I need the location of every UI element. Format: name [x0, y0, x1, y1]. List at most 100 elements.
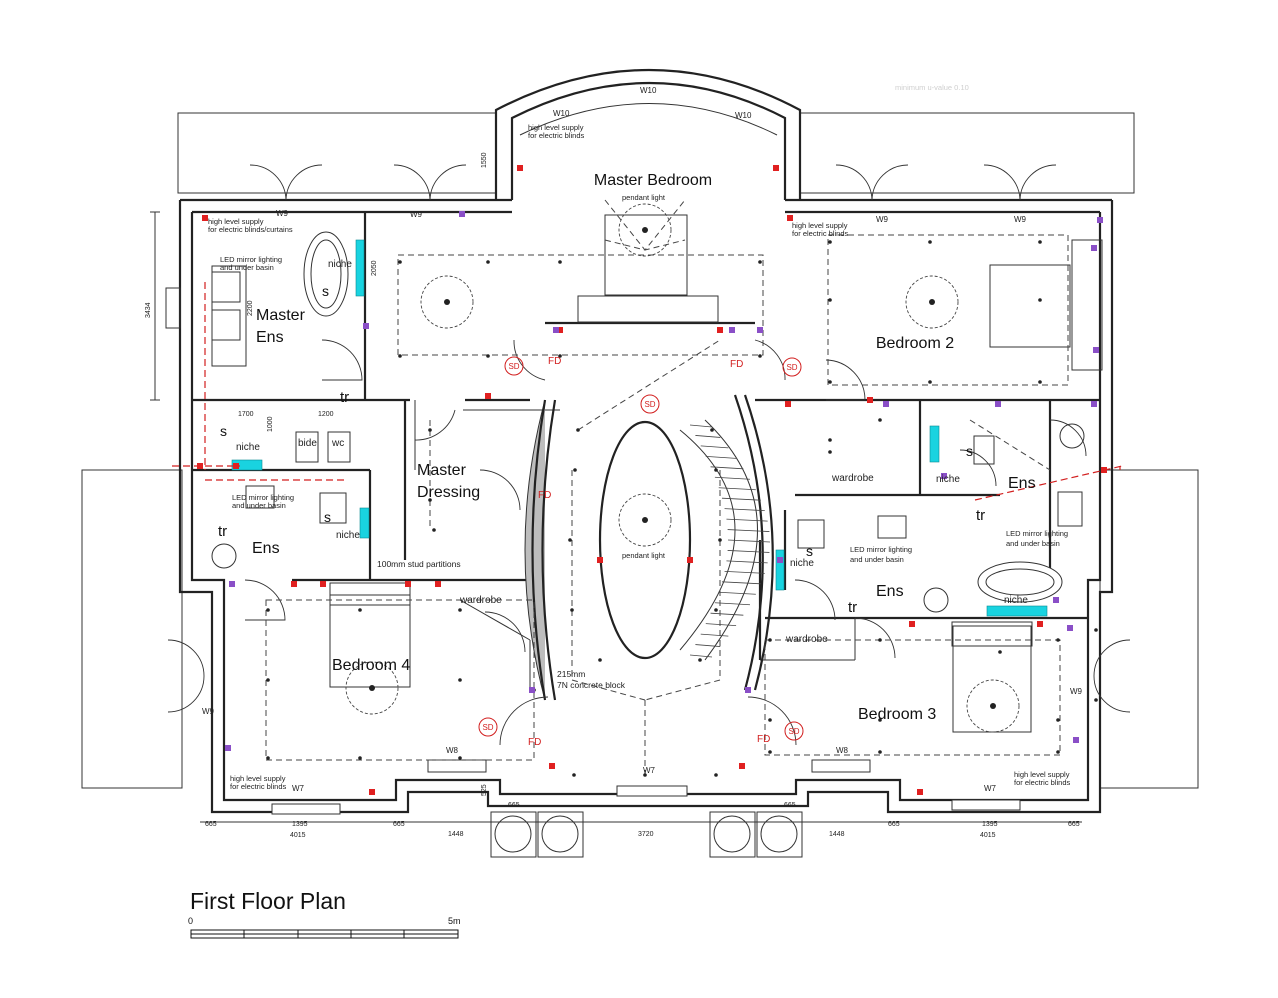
window-w9-b2a: W9: [876, 215, 889, 224]
purple-socket: [553, 327, 559, 333]
window-w8-left: W8: [446, 746, 459, 755]
downlight: [828, 450, 832, 454]
red-socket: [549, 763, 555, 769]
downlight: [998, 650, 1002, 654]
svg-text:SD: SD: [482, 723, 493, 732]
svg-text:SD: SD: [786, 363, 797, 372]
purple-socket: [1093, 347, 1099, 353]
stair-tread: [695, 644, 721, 647]
label-pendant-light-master: pendant light: [622, 193, 666, 202]
stair-tread: [721, 581, 761, 585]
purple-socket: [777, 557, 783, 563]
svg-text:SD: SD: [508, 362, 519, 371]
red-socket: [202, 215, 208, 221]
downlight: [572, 773, 576, 777]
downlight: [432, 528, 436, 532]
stair-tread: [710, 612, 744, 616]
red-socket: [717, 327, 723, 333]
downlight: [486, 354, 490, 358]
note-hl-b2-line2: for electric blinds: [792, 229, 849, 238]
purple-socket: [529, 687, 535, 693]
dim-bottom-4015b: 4015: [980, 832, 996, 839]
dim-1700: 1700: [238, 411, 254, 418]
room-ens-right-upper: Ens: [1008, 475, 1036, 492]
red-socket: [197, 463, 203, 469]
downlight: [458, 608, 462, 612]
cyan-niches: [231, 239, 1048, 617]
downlight: [698, 658, 702, 662]
purple-socket: [1091, 401, 1097, 407]
stair-tread: [714, 476, 751, 480]
label-tr-4: tr: [848, 599, 857, 616]
label-pendant-light-stair: pendant light: [622, 551, 666, 560]
purple-socket: [229, 581, 235, 587]
downlight: [928, 240, 932, 244]
note-hl-b3-line2: for electric blinds: [1014, 778, 1071, 787]
dim-1000: 1000: [267, 416, 274, 432]
downlight: [558, 260, 562, 264]
downlight: [1056, 638, 1060, 642]
label-s-2: s: [324, 509, 331, 525]
label-niche-1: niche: [236, 442, 260, 453]
downlight: [573, 468, 577, 472]
room-master-dressing-line2: Dressing: [417, 484, 480, 501]
downlight: [768, 638, 772, 642]
downlight: [714, 608, 718, 612]
red-socket: [687, 557, 693, 563]
label-niche-4: niche: [790, 558, 814, 569]
dim-3434: 3434: [145, 302, 152, 318]
dim-bottom-665e: 665: [888, 821, 900, 828]
note-led-mid-line1: LED mirror lighting: [850, 545, 912, 554]
label-wardrobe-b3: wardrobe: [785, 634, 828, 645]
red-socket: [557, 327, 563, 333]
downlight: [1094, 698, 1098, 702]
red-socket: [517, 165, 523, 171]
note-hl-b4-line1: high level supply: [230, 774, 286, 783]
stair-tread: [700, 445, 729, 449]
stair-hall: [524, 394, 774, 701]
dim-bottom-3720: 3720: [638, 831, 654, 838]
window-w10-top: W10: [640, 86, 657, 95]
downlight: [568, 538, 572, 542]
downlight: [458, 756, 462, 760]
room-master-ens-line2: Ens: [256, 329, 284, 346]
dim-2050: 2050: [371, 260, 378, 276]
stair-tread: [710, 466, 744, 470]
note-hl-b2-line1: high level supply: [792, 221, 848, 230]
label-niche-5: niche: [1004, 595, 1028, 606]
downlight: [1056, 750, 1060, 754]
window-w10-left: W10: [553, 109, 570, 118]
stair-tread: [727, 550, 770, 553]
downlight: [878, 418, 882, 422]
stair-tread: [724, 508, 765, 512]
light-ring: [618, 203, 672, 257]
dim-bottom-1395b: 1395: [982, 821, 998, 828]
downlight: [718, 538, 722, 542]
note-led-me-line2: and under basin: [220, 263, 274, 272]
label-tr-2: tr: [218, 523, 227, 540]
room-bedroom-4: Bedroom 4: [332, 657, 410, 674]
light-ring: [420, 275, 474, 329]
red-socket: [320, 581, 326, 587]
purple-socket: [459, 211, 465, 217]
smoke-detector-4: SD: [478, 717, 498, 737]
downlight: [1038, 240, 1042, 244]
downlight: [398, 354, 402, 358]
downlight: [768, 718, 772, 722]
red-socket: [909, 621, 915, 627]
downlight: [758, 260, 762, 264]
stair-tread: [705, 455, 737, 459]
downlight: [570, 608, 574, 612]
dim-2200: 2200: [247, 300, 254, 316]
room-bedroom-3: Bedroom 3: [858, 706, 936, 723]
fire-door-2: FD: [730, 359, 743, 370]
room-master-bedroom: Master Bedroom: [594, 172, 712, 189]
purple-socket: [1097, 217, 1103, 223]
light-point: [642, 227, 648, 233]
downlight: [1038, 380, 1042, 384]
stair-tread: [689, 654, 713, 658]
scale-end-label: 5m: [448, 916, 461, 926]
stair-tread: [718, 591, 756, 595]
label-stud-partitions: 100mm stud partitions: [377, 559, 461, 569]
label-tr-3: tr: [976, 507, 985, 524]
